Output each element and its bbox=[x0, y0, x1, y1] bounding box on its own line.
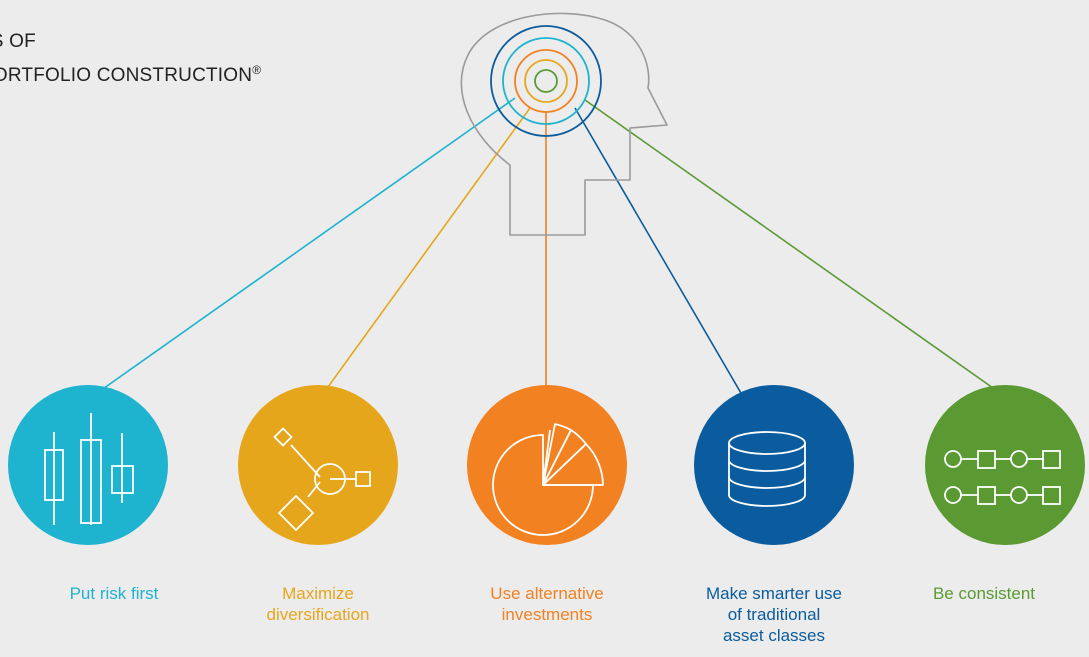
ring-gold bbox=[524, 59, 568, 103]
pillar-consistent bbox=[925, 385, 1085, 545]
label-diversification: Maximize diversification bbox=[218, 583, 418, 625]
label-traditional-line-1: Make smarter use bbox=[705, 584, 843, 603]
ring-green bbox=[534, 69, 558, 93]
ring-orange bbox=[514, 49, 578, 113]
pie-chart-icon bbox=[492, 423, 604, 536]
database-icon bbox=[728, 431, 806, 507]
diagram-title: TS OF PORTFOLIO CONSTRUCTION® bbox=[0, 28, 281, 90]
label-traditional-line-2: of traditional bbox=[727, 605, 821, 624]
label-alternatives-line-2: investments bbox=[501, 605, 593, 624]
candlestick-icon bbox=[44, 413, 134, 525]
ring-blue bbox=[490, 25, 602, 137]
label-diversification-line-2: diversification bbox=[266, 605, 370, 624]
pillar-traditional-circle bbox=[694, 385, 854, 545]
pillar-traditional bbox=[694, 385, 854, 545]
pillar-consistent-circle bbox=[925, 385, 1085, 545]
label-traditional: Make smarter use of traditional asset cl… bbox=[674, 583, 874, 646]
title-line-2: PORTFOLIO CONSTRUCTION® bbox=[0, 56, 261, 90]
head-outline-icon bbox=[460, 12, 668, 236]
connector-consistent bbox=[584, 99, 1011, 401]
pillar-diversification-circle bbox=[238, 385, 398, 545]
title-line-2-text: PORTFOLIO CONSTRUCTION bbox=[0, 65, 253, 86]
ring-teal bbox=[502, 37, 590, 125]
chain-icon bbox=[944, 450, 1061, 505]
label-consistent-line-1: Be consistent bbox=[932, 584, 1036, 603]
label-consistent: Be consistent bbox=[884, 583, 1084, 604]
pillar-risk bbox=[8, 385, 168, 545]
connector-risk bbox=[89, 97, 516, 399]
pillar-alternatives bbox=[467, 385, 627, 545]
connector-diversification bbox=[319, 107, 531, 399]
label-alternatives-line-1: Use alternative bbox=[490, 584, 604, 603]
network-nodes-icon bbox=[273, 427, 371, 532]
label-risk: Put risk first bbox=[14, 583, 214, 604]
connector-lines bbox=[89, 97, 1011, 401]
label-risk-line-1: Put risk first bbox=[69, 584, 159, 603]
label-alternatives: Use alternative investments bbox=[447, 583, 647, 625]
title-line-1: TS OF bbox=[0, 31, 36, 52]
trademark-symbol: ® bbox=[252, 63, 262, 77]
pillar-risk-circle bbox=[8, 385, 168, 545]
connector-traditional bbox=[574, 107, 746, 401]
label-traditional-line-3: asset classes bbox=[722, 626, 826, 645]
pillar-diversification bbox=[238, 385, 398, 545]
target-rings-icon bbox=[490, 25, 602, 137]
label-diversification-line-1: Maximize bbox=[282, 584, 354, 603]
